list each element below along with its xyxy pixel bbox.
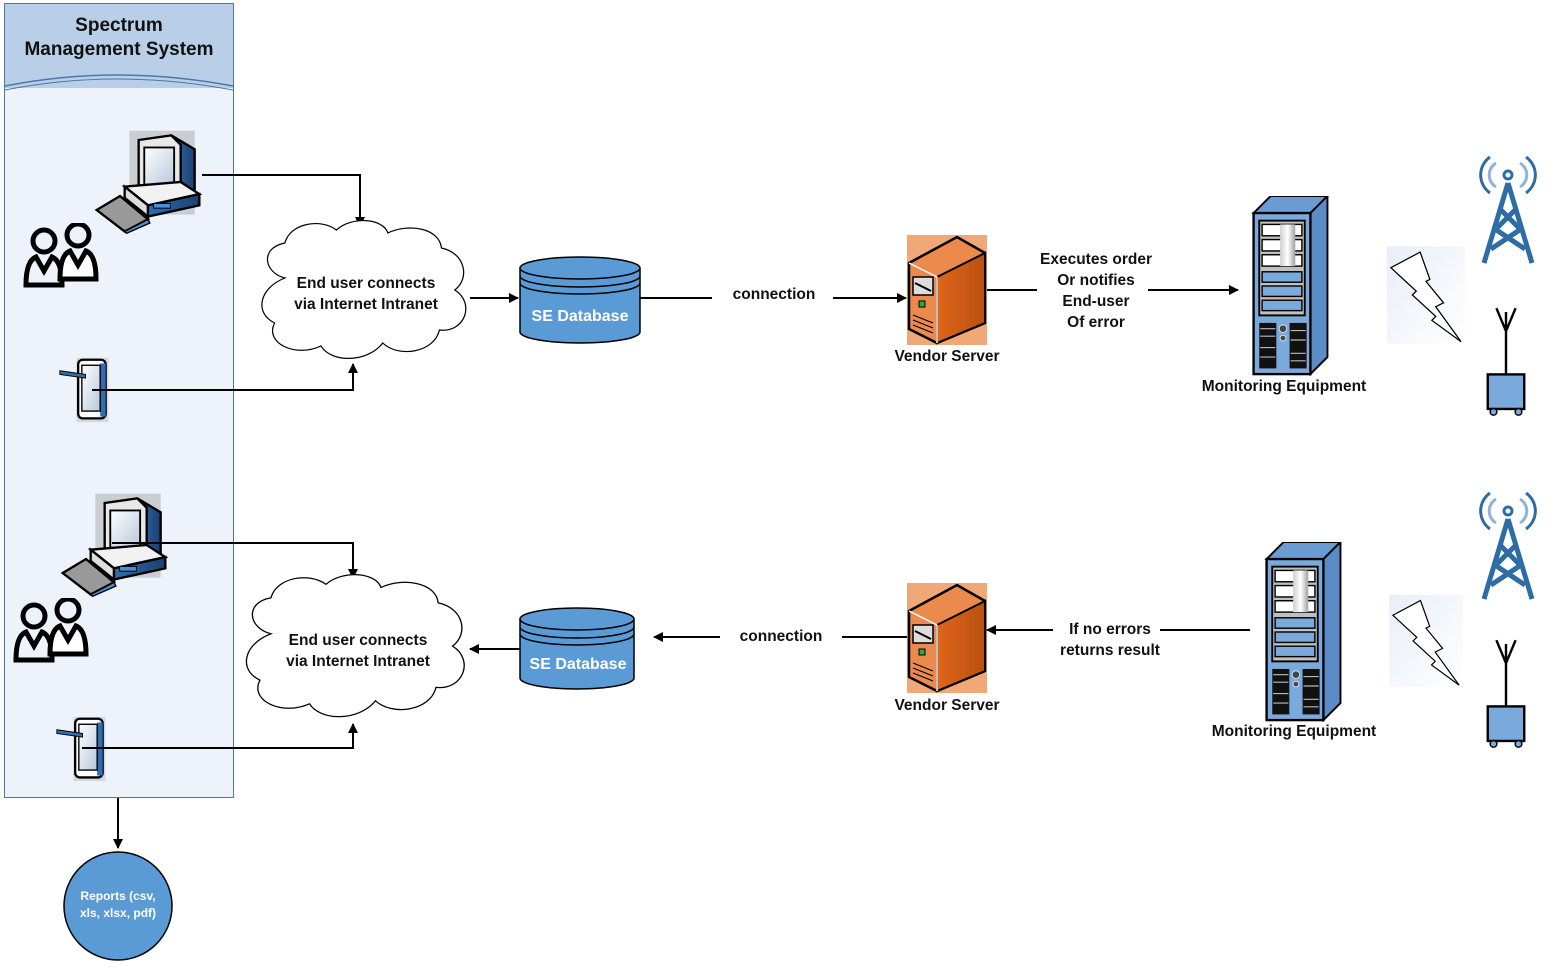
vendor-server-label-top: Vendor Server: [894, 348, 1000, 365]
antenna-unit-icon-top: [1486, 306, 1526, 417]
action-label-top: Executes order Or notifies End-user Of e…: [1030, 249, 1162, 333]
monitoring-equipment-icon-bottom: [1265, 542, 1342, 722]
radio-tower-icon-bottom: [1481, 493, 1536, 599]
vendor-server-icon-bottom: [907, 583, 987, 693]
action-label-line4: Of error: [1067, 314, 1125, 331]
users-icon: [26, 224, 96, 285]
panel-title: Spectrum Management System: [5, 14, 233, 62]
desktop-computer-icon-bottom: [61, 492, 167, 598]
connector-desktop-to-cloud: [202, 174, 365, 227]
cloud-label-top-line2: via Internet Intranet: [294, 296, 438, 313]
radio-tower-icon-top: [1481, 157, 1536, 263]
cloud-label-top: End user connects via Internet Intranet: [266, 273, 466, 315]
cloud-label-bottom-line2: via Internet Intranet: [286, 653, 430, 670]
result-label-line1: If no errors: [1069, 621, 1151, 638]
cloud-label-bottom: End user connects via Internet Intranet: [258, 630, 458, 672]
database-label-bottom: SE Database: [529, 656, 627, 673]
antenna-unit-icon-bottom: [1486, 638, 1526, 749]
monitoring-label-top: Monitoring Equipment: [1201, 378, 1367, 395]
cloud-label-bottom-line1: End user connects: [288, 632, 428, 649]
spectrum-management-system-panel: Spectrum Management System: [4, 3, 234, 798]
reports-label-line2: xls, xlsx, pdf): [79, 906, 157, 920]
database-icon-bottom: [519, 607, 635, 690]
database-icon-top: [519, 256, 641, 344]
result-label-line2: returns result: [1060, 642, 1160, 659]
action-label-line3: End-user: [1062, 293, 1130, 310]
reports-circle: [63, 851, 173, 961]
cloud-label-top-line1: End user connects: [296, 275, 436, 292]
panel-title-line2: Management System: [24, 39, 214, 60]
panel-title-line1: Spectrum: [75, 15, 163, 36]
connection-label-top: connection: [732, 286, 816, 303]
monitoring-label-bottom: Monitoring Equipment: [1211, 723, 1377, 740]
panel-header-divider: [4, 74, 234, 87]
action-label-line2: Or notifies: [1057, 272, 1135, 289]
connector-tablet-to-cloud: [92, 363, 358, 391]
result-label-bottom: If no errors returns result: [1050, 619, 1170, 661]
monitoring-equipment-icon-top: [1252, 196, 1329, 376]
connector-desktop-to-cloud-bottom: [112, 542, 358, 579]
desktop-computer-icon: [95, 129, 201, 235]
vendor-server-icon-top: [907, 235, 987, 345]
panel-header: Spectrum Management System: [5, 4, 233, 88]
vendor-server-label-bottom: Vendor Server: [894, 697, 1000, 714]
connector-tablet-to-cloud-bottom: [82, 723, 358, 749]
users-icon-bottom: [16, 599, 86, 660]
lightning-bolt-icon-bottom: [1388, 595, 1464, 687]
action-label-line1: Executes order: [1040, 251, 1152, 268]
reports-label: Reports (csv, xls, xlsx, pdf): [64, 888, 172, 922]
connection-label-bottom: connection: [739, 628, 823, 645]
database-label-top: SE Database: [531, 308, 629, 325]
reports-label-line1: Reports (csv,: [80, 889, 156, 903]
lightning-bolt-icon-top: [1387, 245, 1465, 345]
